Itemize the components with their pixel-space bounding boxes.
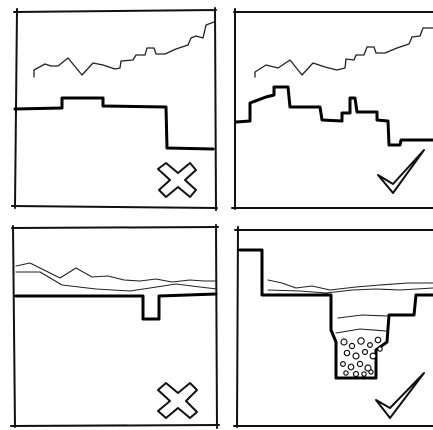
sunken-building-outline: [240, 250, 433, 378]
distant-skyline-line: [255, 28, 433, 77]
excavation-line-lower: [336, 329, 386, 333]
panel-frame: [11, 225, 219, 428]
foreground-building-outline: [15, 98, 213, 149]
check-icon: [376, 373, 424, 418]
panel-top-right: [232, 9, 433, 209]
foreground-building-outline: [236, 87, 433, 145]
cross-icon: [158, 163, 196, 197]
panel-bottom-left: [11, 225, 219, 428]
distant-ridge-line: [268, 280, 433, 290]
panel-top-left: [12, 8, 217, 210]
distant-ridge-line: [16, 263, 217, 282]
middle-ridge-line: [268, 288, 433, 293]
distant-skyline-line: [34, 22, 214, 77]
check-icon: [378, 150, 424, 193]
ground-line-with-shallow-cut: [16, 294, 216, 319]
cross-icon: [158, 383, 197, 418]
excavation-line: [338, 315, 388, 318]
panel-bottom-right: [234, 227, 433, 427]
middle-ridge-line: [16, 272, 217, 291]
panel-frame: [234, 227, 433, 427]
